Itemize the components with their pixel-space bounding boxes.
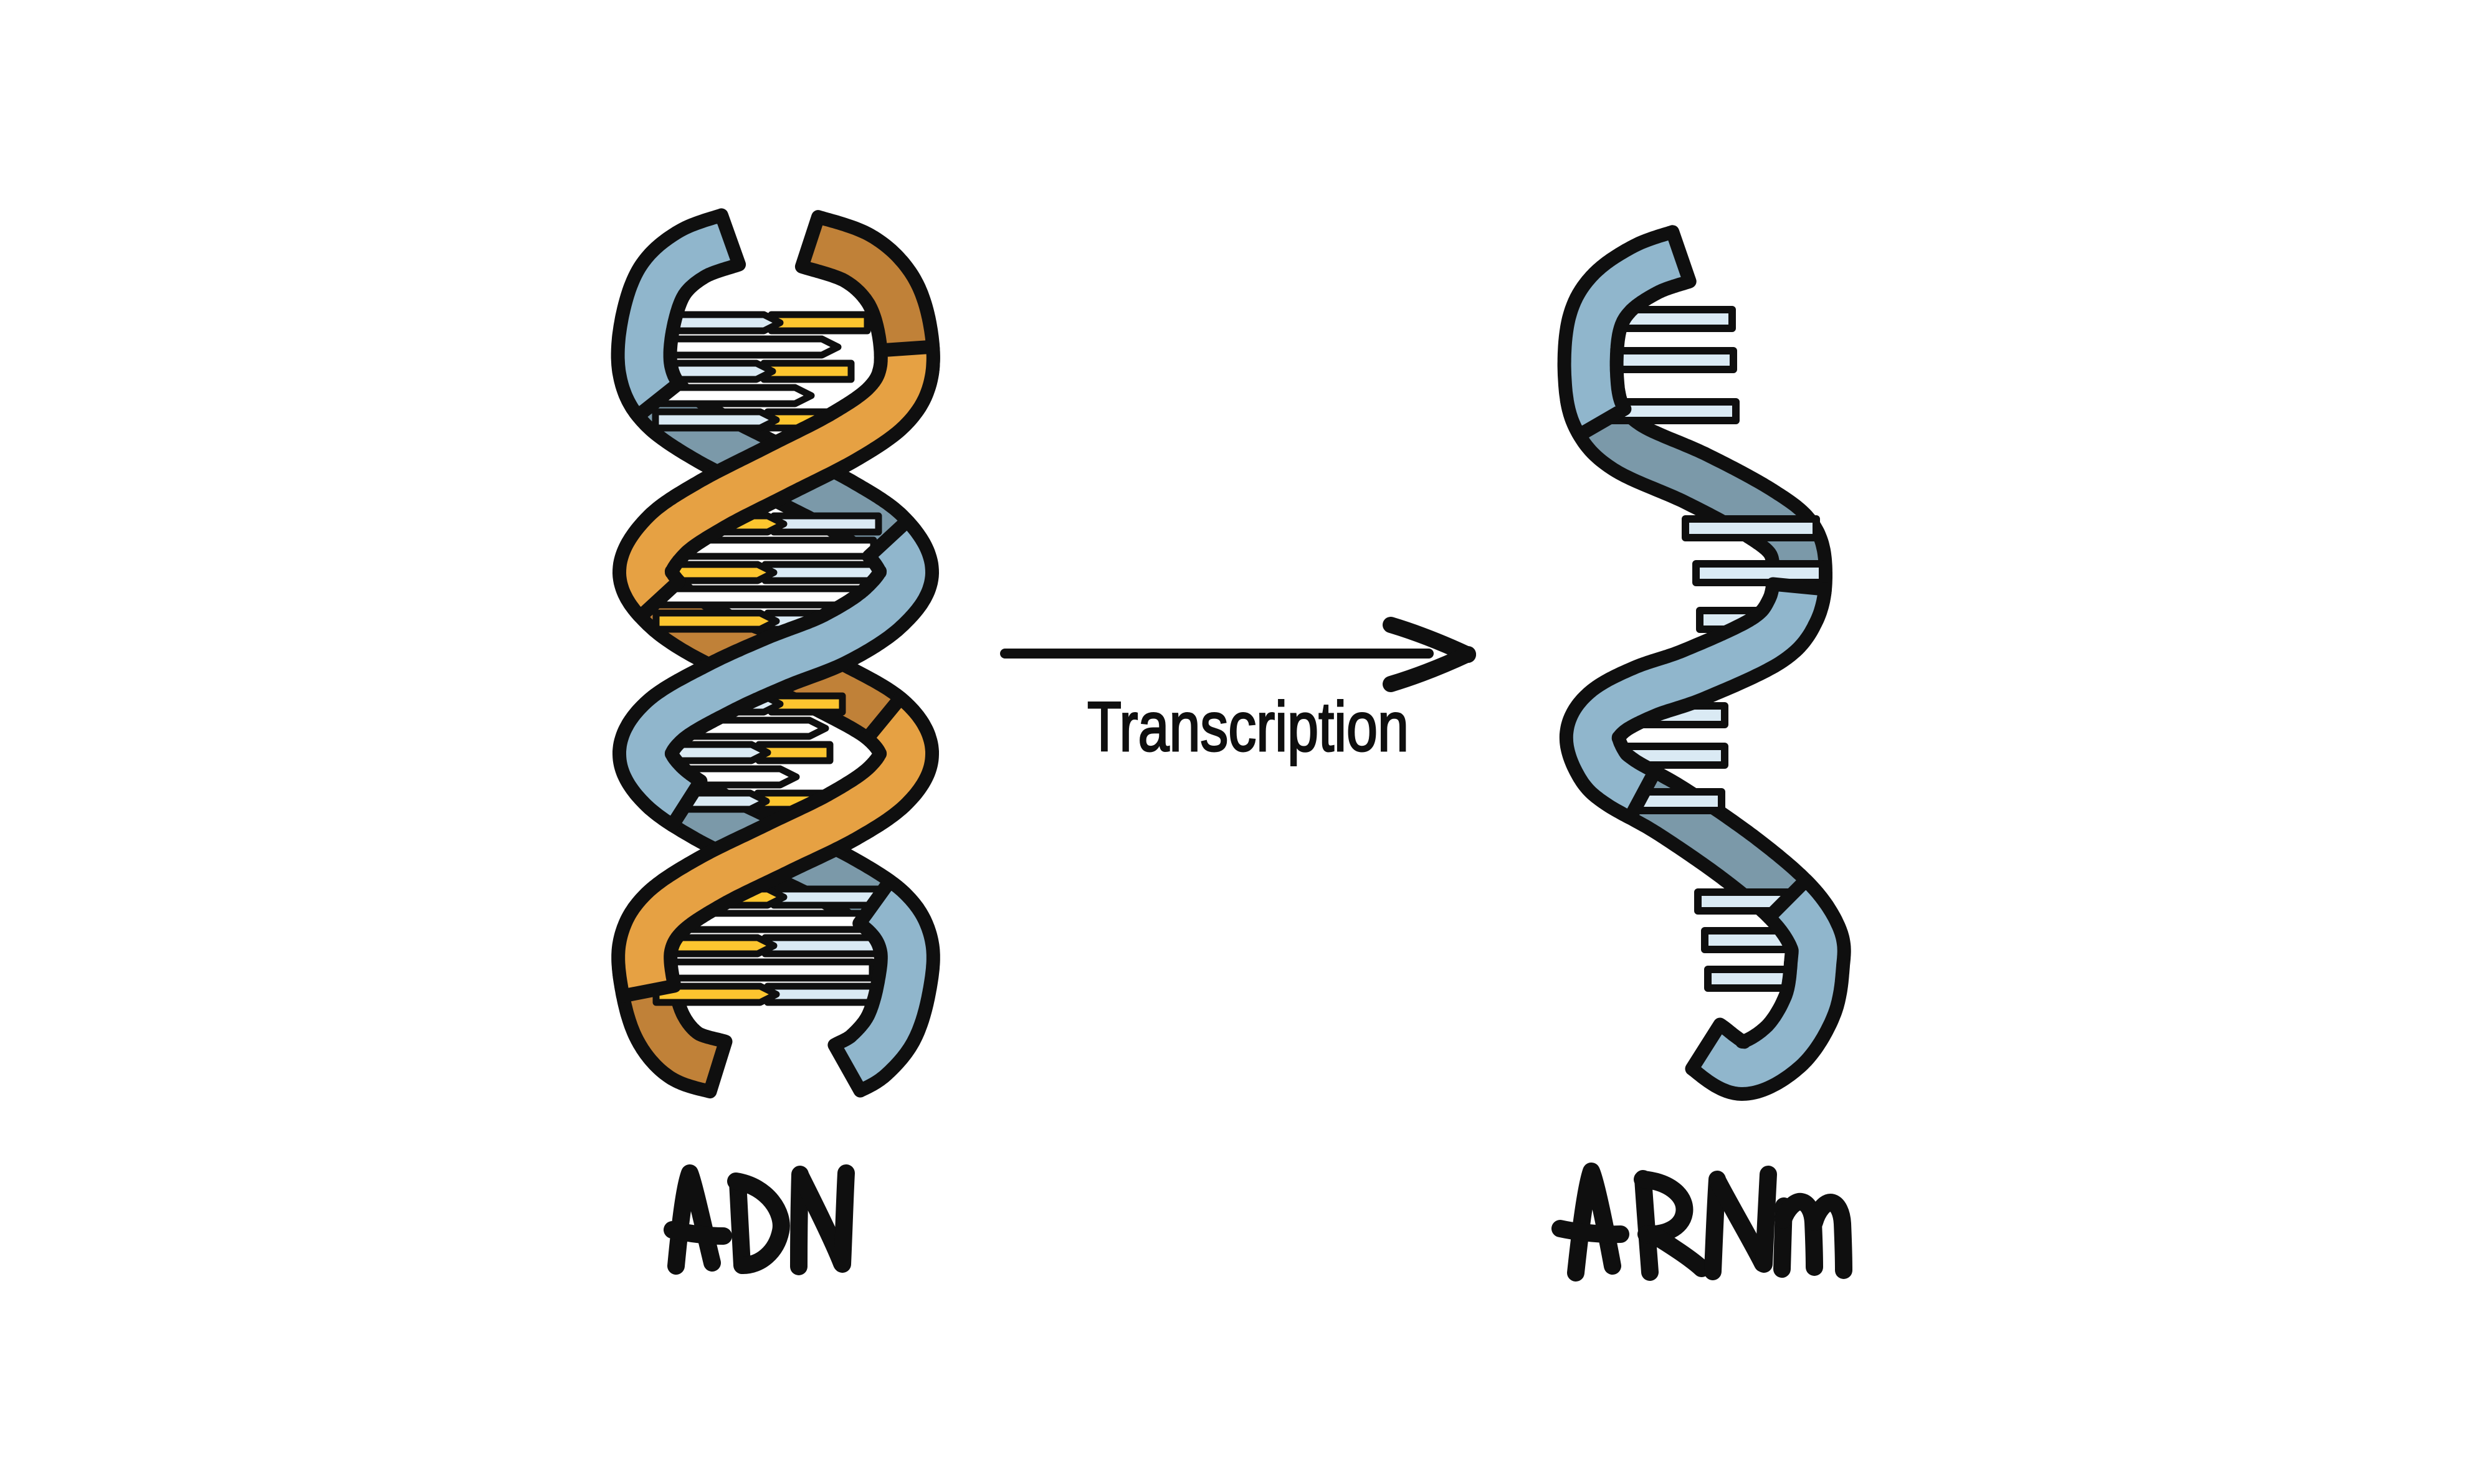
svg-text:Transcription: Transcription [1087, 688, 1409, 766]
